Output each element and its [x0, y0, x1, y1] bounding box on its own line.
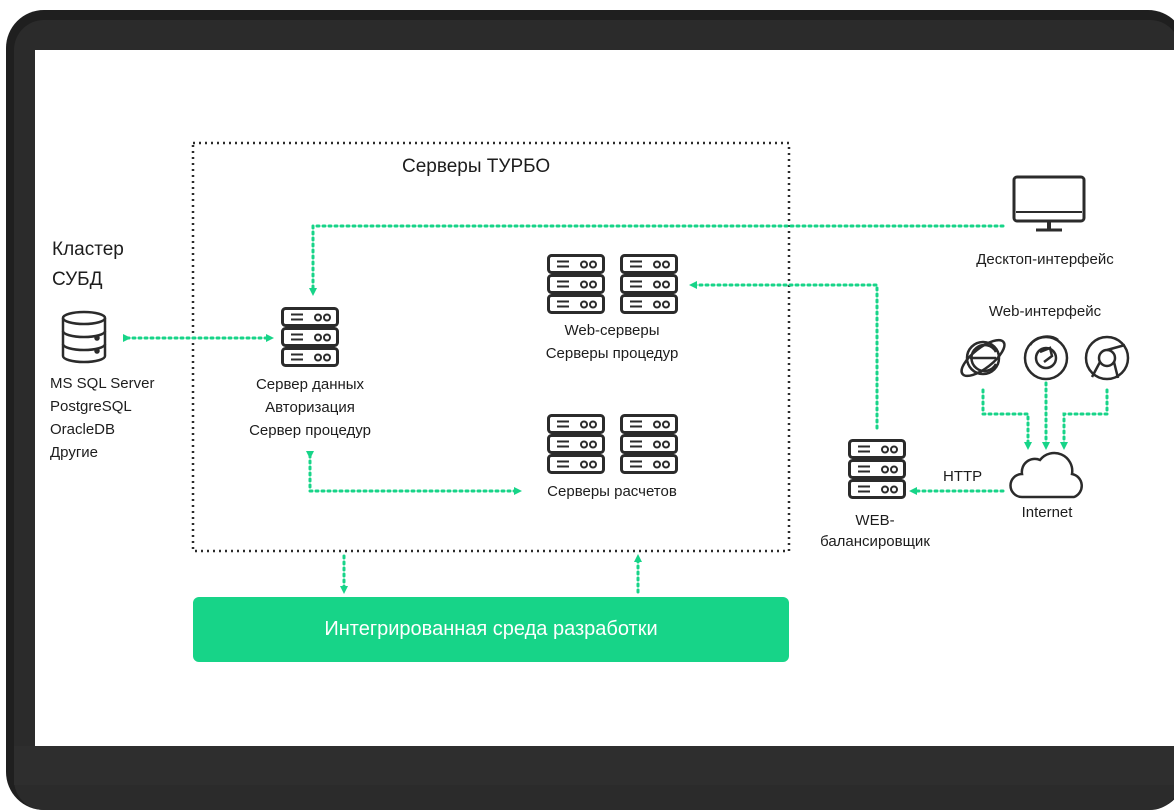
balancer-label: балансировщик: [820, 533, 930, 550]
cloud-icon: [1009, 451, 1083, 499]
data-server-label: Сервер данных: [255, 376, 365, 393]
db-item: OracleDB: [50, 421, 116, 438]
calc-server-icon: [547, 414, 605, 474]
db-item: MS SQL Server: [50, 375, 155, 392]
cluster-title-line2: СУБД: [52, 269, 103, 290]
ie-connection: [981, 388, 1032, 450]
data-server-icon: [281, 307, 339, 367]
firefox-icon: [1023, 335, 1069, 381]
turbo-frame: [191, 141, 791, 553]
chrome-icon: [1084, 335, 1130, 381]
data-server-label: Сервер процедур: [249, 422, 371, 439]
database-icon: [61, 310, 107, 364]
cluster-title-line1: Кластер: [52, 239, 124, 260]
web-servers-label: Web-серверы: [564, 322, 660, 339]
calc-servers-label: Серверы расчетов: [547, 483, 677, 500]
balancer-label: WEB-: [855, 512, 895, 529]
balancer-web-connection: [689, 281, 879, 430]
desktop-label: Десктоп-интерфейс: [976, 251, 1114, 268]
web-servers-label: Серверы процедур: [545, 345, 679, 362]
monitor-icon: [1012, 175, 1086, 232]
turbo-title: Серверы ТУРБО: [402, 156, 551, 177]
calc-connection: [306, 451, 522, 495]
web-server-icon: [620, 254, 678, 314]
web-interface-label: Web-интерфейс: [988, 303, 1102, 320]
ide-box: Интегрированная среда разработки: [193, 597, 789, 662]
architecture-diagram: [61, 141, 1130, 594]
balancer-server-icon: [848, 439, 906, 499]
internet-label: Internet: [1021, 504, 1073, 521]
web-server-icon: [547, 254, 605, 314]
http-label: HTTP: [943, 468, 983, 485]
db-item: PostgreSQL: [50, 398, 132, 415]
chrome-connection: [1060, 388, 1109, 450]
laptop-chin: [14, 746, 1174, 785]
desktop-connection: [309, 224, 1005, 296]
ide-label: Интегрированная среда разработки: [324, 618, 658, 640]
data-server-label: Авторизация: [265, 399, 355, 416]
calc-server-icon: [620, 414, 678, 474]
internet-explorer-icon: [960, 338, 1006, 378]
db-item: Другие: [50, 444, 99, 461]
